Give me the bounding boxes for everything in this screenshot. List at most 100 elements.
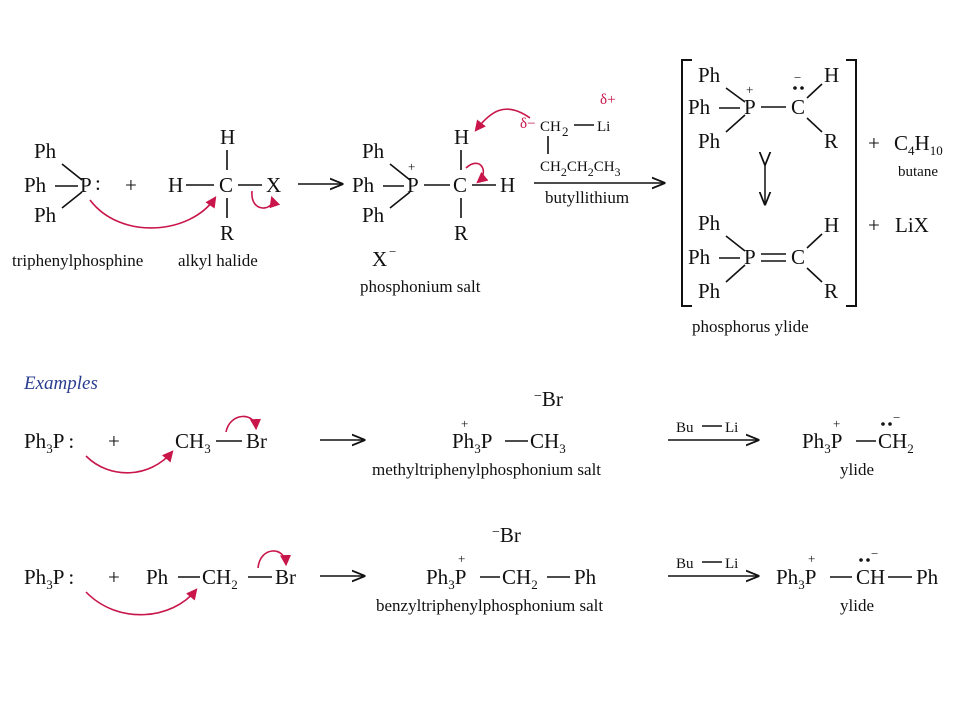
- butane-formula: C4H10: [894, 131, 943, 158]
- base-li: Li: [725, 556, 738, 572]
- ph-label: Ph: [698, 129, 721, 153]
- h-atom: H: [168, 173, 183, 197]
- r-group: R: [824, 129, 838, 153]
- curved-arrow: [85, 588, 198, 616]
- phenyl-group: Ph: [916, 565, 939, 589]
- plus-charge: +: [458, 551, 465, 566]
- minus-charge: −: [794, 70, 801, 85]
- curved-arrow: [225, 415, 262, 433]
- minus-charge: −: [871, 546, 878, 561]
- delta-plus: δ+: [600, 92, 616, 108]
- h-atom: H: [824, 63, 839, 87]
- triphenylphosphine-label: triphenylphosphine: [12, 251, 143, 270]
- ph-label: Ph: [698, 279, 721, 303]
- r-group: R: [454, 221, 468, 245]
- bond: [725, 264, 746, 283]
- carbon-atom: C: [453, 173, 467, 197]
- plus-sign: +: [868, 213, 880, 237]
- butyllithium-label: butyllithium: [545, 188, 629, 207]
- curved-arrow: [89, 196, 217, 229]
- plus-charge: +: [833, 416, 840, 431]
- alkyl-halide: H H C X R alkyl halide: [168, 125, 281, 270]
- ylide-label: ylide: [840, 596, 874, 615]
- phosphorus-atom: P: [744, 245, 756, 269]
- ph-label: Ph: [34, 139, 57, 163]
- lone-pair-dot: [800, 86, 804, 90]
- methyl-bromide: CH3: [175, 429, 211, 456]
- bond: [725, 235, 746, 252]
- plus-sign: +: [108, 429, 120, 453]
- carbon-atom: C: [219, 173, 233, 197]
- phosphonium-salt-label: phosphonium salt: [360, 277, 481, 296]
- phosphorus-ylide-label: phosphorus ylide: [692, 317, 809, 336]
- ph-label: Ph: [362, 203, 385, 227]
- bond: [61, 191, 83, 209]
- phenyl-group: Ph: [146, 565, 169, 589]
- bond: [389, 163, 411, 181]
- phosphorus-atom: P: [407, 173, 419, 197]
- bromide-counterion: −Br: [534, 387, 563, 411]
- example-2-reaction: Ph3P: + Ph CH2 Br −Br Ph3P + CH2 Ph benz…: [24, 523, 939, 616]
- ylide-resonance-form-1: Ph Ph Ph + P C − H R: [688, 63, 839, 153]
- minus-charge: −: [893, 410, 900, 425]
- butyllithium-reagent: δ+ δ− CH 2 Li CH2CH2CH3 butyllithium: [520, 92, 664, 207]
- subscript: 2: [562, 124, 569, 139]
- ch2-group: CH: [540, 119, 561, 135]
- lithium-halide: LiX: [895, 213, 929, 237]
- left-bracket: [681, 59, 692, 307]
- ph-label: Ph: [362, 139, 385, 163]
- curved-arrow: [85, 450, 174, 474]
- butane-label: butane: [898, 164, 938, 180]
- bond: [725, 114, 746, 133]
- bromine-atom: Br: [275, 565, 296, 589]
- bromine-atom: Br: [246, 429, 267, 453]
- plus-sign: +: [868, 131, 880, 155]
- delta-minus: δ−: [520, 116, 536, 132]
- halogen-atom: X: [266, 173, 281, 197]
- lone-pair: :: [95, 171, 101, 195]
- bond: [61, 163, 83, 181]
- ph-label: Ph: [352, 173, 375, 197]
- plus-charge: +: [408, 159, 415, 174]
- curved-arrow: [251, 190, 281, 209]
- alkyl-halide-label: alkyl halide: [178, 251, 258, 270]
- phosphorus-atom: P: [80, 173, 92, 197]
- triphenylphosphine: Ph3P:: [24, 429, 74, 456]
- example-1-reaction: Ph3P: + CH3 Br −Br Ph3P + CH3 methyltrip…: [24, 387, 914, 479]
- ph-label: Ph: [688, 245, 711, 269]
- h-atom: H: [824, 213, 839, 237]
- butyl-chain: CH2CH2CH3: [540, 159, 621, 179]
- ylide-label: ylide: [840, 460, 874, 479]
- lone-pair-dot: [859, 558, 863, 562]
- ph-label: Ph: [688, 95, 711, 119]
- ph-label: Ph: [698, 63, 721, 87]
- ylide-carbanion: CH: [856, 565, 885, 589]
- methyl-group: CH3: [530, 429, 566, 456]
- counterion-x: X: [372, 247, 387, 271]
- plus-charge: +: [808, 551, 815, 566]
- benzyl-ch2: CH2: [202, 565, 238, 592]
- bond: [806, 267, 823, 283]
- bond: [806, 117, 823, 133]
- bond: [806, 233, 823, 249]
- curved-arrow: [474, 108, 531, 132]
- carbanion: C: [791, 95, 805, 119]
- benzyltriphenylphosphonium-label: benzyltriphenylphosphonium salt: [376, 596, 603, 615]
- triphenylphosphine: Ph3P:: [24, 565, 74, 592]
- r-group: R: [220, 221, 234, 245]
- plus-charge: +: [746, 82, 753, 97]
- phenyl-group: Ph: [574, 565, 597, 589]
- h-atom: H: [220, 125, 235, 149]
- lone-pair-dot: [888, 422, 892, 426]
- lone-pair-dot: [793, 86, 797, 90]
- methyltriphenylphosphonium-label: methyltriphenylphosphonium salt: [372, 460, 601, 479]
- triphenylphosphine: Ph Ph Ph P : triphenylphosphine: [12, 139, 143, 270]
- h-atom: H: [454, 125, 469, 149]
- plus-sign: +: [108, 565, 120, 589]
- curved-arrow: [465, 162, 489, 184]
- phosphonium-salt: Ph3P: [426, 565, 466, 592]
- ylide-phosphorus: Ph3P: [802, 429, 842, 456]
- base-li: Li: [725, 420, 738, 436]
- ph-label: Ph: [698, 211, 721, 235]
